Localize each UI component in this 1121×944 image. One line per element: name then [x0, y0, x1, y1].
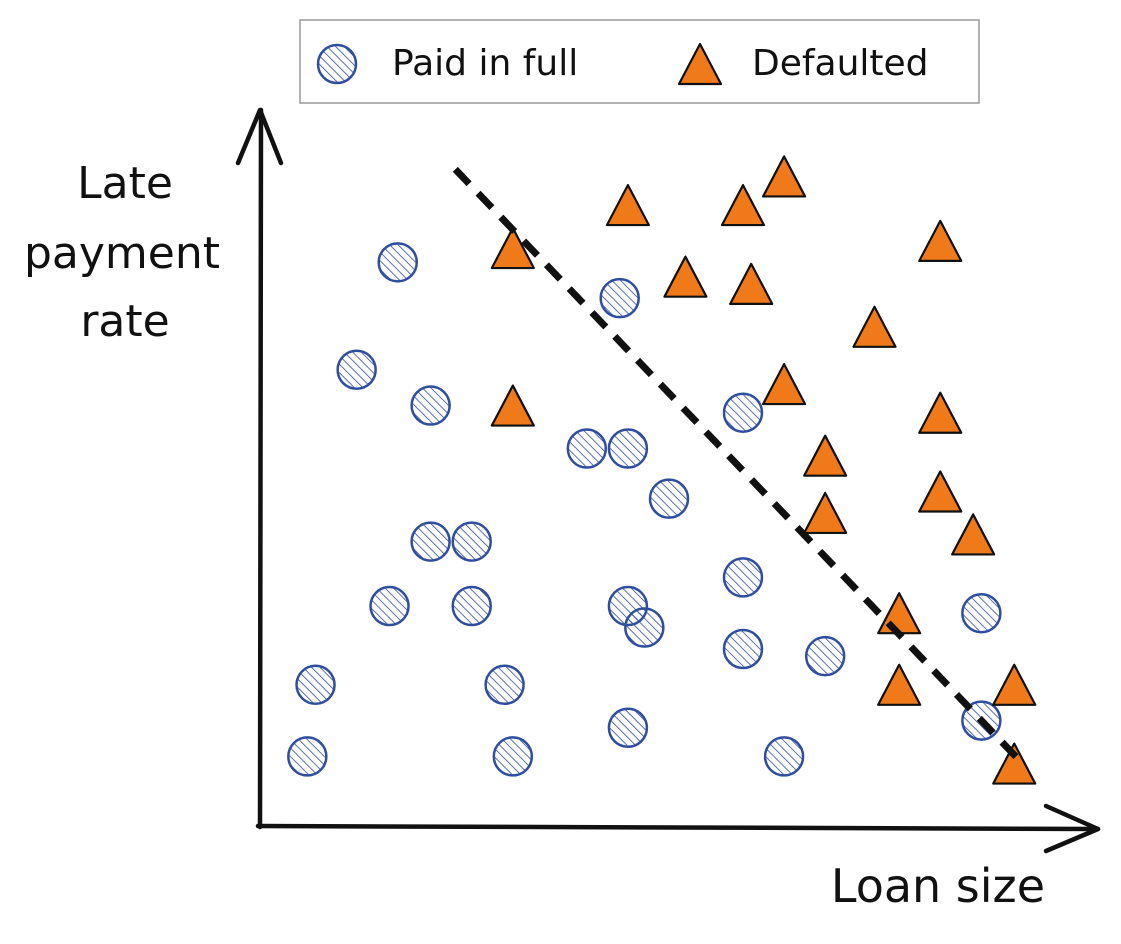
paid-point-20 [722, 628, 764, 670]
defaulted-point-0 [490, 226, 535, 270]
paid-point-11 [599, 277, 640, 319]
paid-point-2-shape [410, 385, 451, 426]
paid-point-24 [961, 592, 1002, 634]
y-axis-label-line-3: rate [80, 296, 169, 347]
paid-point-19-shape [722, 557, 764, 598]
defaulted-point-12 [918, 219, 963, 262]
paid-point-14 [648, 478, 690, 519]
defaulted-point-3 [663, 255, 708, 298]
paid-point-13 [607, 428, 649, 469]
paid-point-21-shape [804, 635, 846, 677]
defaulted-point-2 [605, 183, 651, 227]
paid-point-8 [451, 585, 492, 627]
paid-point-20-shape [722, 628, 764, 670]
defaulted-point-4 [720, 183, 766, 227]
paid-point-4 [369, 585, 410, 627]
paid-point-14-shape [648, 478, 690, 519]
defaulted-point-8 [803, 434, 848, 477]
defaulted-point-15 [951, 513, 996, 556]
paid-point-16 [624, 607, 665, 648]
paid-point-17 [607, 707, 649, 749]
legend: Paid in full Defaulted [299, 19, 980, 104]
paid-point-1 [336, 349, 377, 391]
paid-point-7-shape [451, 521, 492, 562]
paid-point-0 [377, 242, 418, 283]
paid-point-12 [566, 428, 608, 469]
paid-point-22-shape [763, 736, 805, 777]
x-axis-label: Loan size [831, 859, 1045, 913]
legend-defaulted-marker-triangle [677, 42, 723, 86]
series-defaulted [490, 155, 1037, 785]
paid-point-13-shape [607, 428, 649, 469]
paid-point-11-shape [599, 277, 640, 319]
paid-point-5-shape [295, 664, 336, 706]
paid-point-16-shape [624, 607, 665, 648]
defaulted-point-16 [877, 663, 922, 706]
paid-point-6-shape [287, 736, 328, 777]
paid-point-19 [722, 557, 764, 598]
defaulted-point-18 [992, 742, 1037, 785]
axes [235, 107, 1101, 854]
paid-point-9-shape [484, 664, 525, 706]
legend-box [299, 19, 980, 104]
paid-point-0-shape [377, 242, 418, 283]
defaulted-point-17 [992, 663, 1037, 706]
paid-point-12-shape [566, 428, 608, 469]
paid-point-5 [295, 664, 336, 706]
y-axis-label-line-1: Late [77, 158, 173, 209]
paid-point-6 [287, 736, 328, 777]
paid-point-4-shape [369, 585, 410, 627]
defaulted-point-11 [877, 592, 922, 635]
paid-point-8-shape [451, 585, 492, 627]
series-paid-in-full [287, 242, 1002, 777]
legend-paid-marker [316, 43, 358, 85]
y-axis-label: Late payment rate [24, 158, 220, 347]
defaulted-point-1 [490, 384, 535, 427]
legend-label-defaulted: Defaulted [752, 43, 929, 84]
defaulted-point-6 [761, 155, 807, 198]
paid-point-17-shape [607, 707, 649, 749]
paid-point-9 [484, 664, 525, 706]
paid-point-7 [451, 521, 492, 562]
paid-point-24-shape [961, 592, 1002, 634]
legend-paid-marker-circle-shape [316, 43, 358, 85]
paid-point-3 [410, 521, 451, 562]
paid-point-3-shape [410, 521, 451, 562]
y-axis-arrowhead [235, 107, 284, 166]
paid-point-2 [410, 385, 451, 426]
defaulted-point-7 [761, 362, 807, 406]
defaulted-point-5 [729, 262, 774, 305]
paid-point-21 [804, 635, 846, 677]
defaulted-point-9 [803, 491, 848, 535]
paid-point-18-shape [722, 392, 764, 433]
x-axis-line [255, 823, 1101, 832]
decision-boundary-line [452, 166, 1025, 766]
x-axis-arrowhead [1043, 803, 1101, 854]
y-axis-line [257, 107, 264, 830]
y-axis-label-line-2: payment [24, 228, 220, 279]
paid-point-10 [492, 736, 534, 777]
legend-paid-marker-circle [316, 43, 358, 85]
legend-defaulted-marker [677, 42, 723, 86]
defaulted-point-14 [918, 470, 963, 513]
defaulted-point-10 [852, 305, 897, 348]
paid-point-22 [763, 736, 805, 777]
legend-label-paid: Paid in full [392, 43, 578, 84]
defaulted-point-13 [918, 391, 963, 434]
paid-point-10-shape [492, 736, 534, 777]
paid-point-1-shape [336, 349, 377, 391]
paid-point-18 [722, 392, 764, 433]
